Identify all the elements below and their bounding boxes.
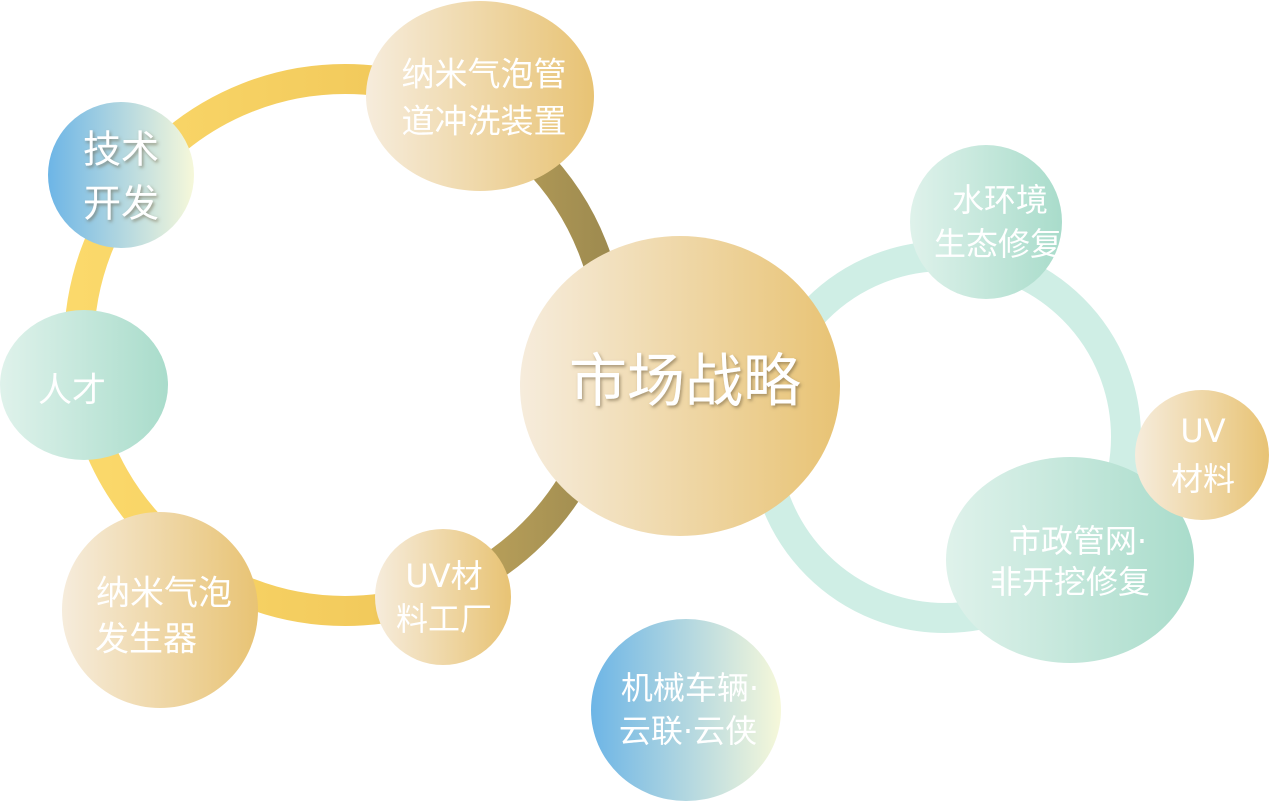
node-uv-factory[interactable]: UV材 料工厂: [375, 529, 511, 665]
node-water-line-2: 生态修复: [934, 225, 1062, 263]
node-tech-line-2: 开发: [83, 182, 159, 226]
node-machinery[interactable]: 机械车辆· 云联·云侠: [591, 619, 781, 801]
node-uv-material-line-2: 材料: [1171, 460, 1235, 498]
node-uv-factory-line-2: 料工厂: [396, 600, 492, 638]
node-uv-material[interactable]: UV 材料: [1135, 390, 1269, 520]
node-uv-material-line-1: UV: [1180, 412, 1225, 450]
node-bubble-pipe-line-2: 道冲洗装置: [402, 102, 567, 141]
center-node[interactable]: 市场战略: [520, 236, 840, 536]
node-uv-factory-line-1: UV材: [405, 557, 482, 595]
node-water-line-1: 水环境: [952, 181, 1048, 219]
node-generator-line-1: 纳米气泡: [96, 574, 232, 614]
node-municipal-line-2: 非开挖修复: [990, 563, 1150, 601]
node-municipal-line-1: 市政管网·: [1009, 522, 1147, 560]
node-machinery-line-1: 机械车辆·: [621, 669, 759, 707]
center-bubble: [520, 236, 840, 536]
node-generator[interactable]: 纳米气泡 发生器: [62, 512, 258, 708]
node-talent[interactable]: 人才: [0, 310, 168, 460]
node-tech-line-1: 技术: [83, 128, 159, 172]
node-tech[interactable]: 技术 开发: [48, 102, 194, 248]
node-talent-line-1: 人才: [38, 371, 106, 411]
node-machinery-line-2: 云联·云侠: [619, 712, 757, 750]
node-bubble-pipe[interactable]: 纳米气泡管 道冲洗装置: [366, 1, 594, 191]
node-municipal[interactable]: 市政管网· 非开挖修复: [946, 457, 1194, 663]
node-water[interactable]: 水环境 生态修复: [910, 145, 1062, 299]
node-generator-line-2: 发生器: [95, 620, 197, 660]
node-bubble-pipe-line-1: 纳米气泡管: [402, 55, 567, 94]
center-label: 市场战略: [569, 347, 801, 415]
